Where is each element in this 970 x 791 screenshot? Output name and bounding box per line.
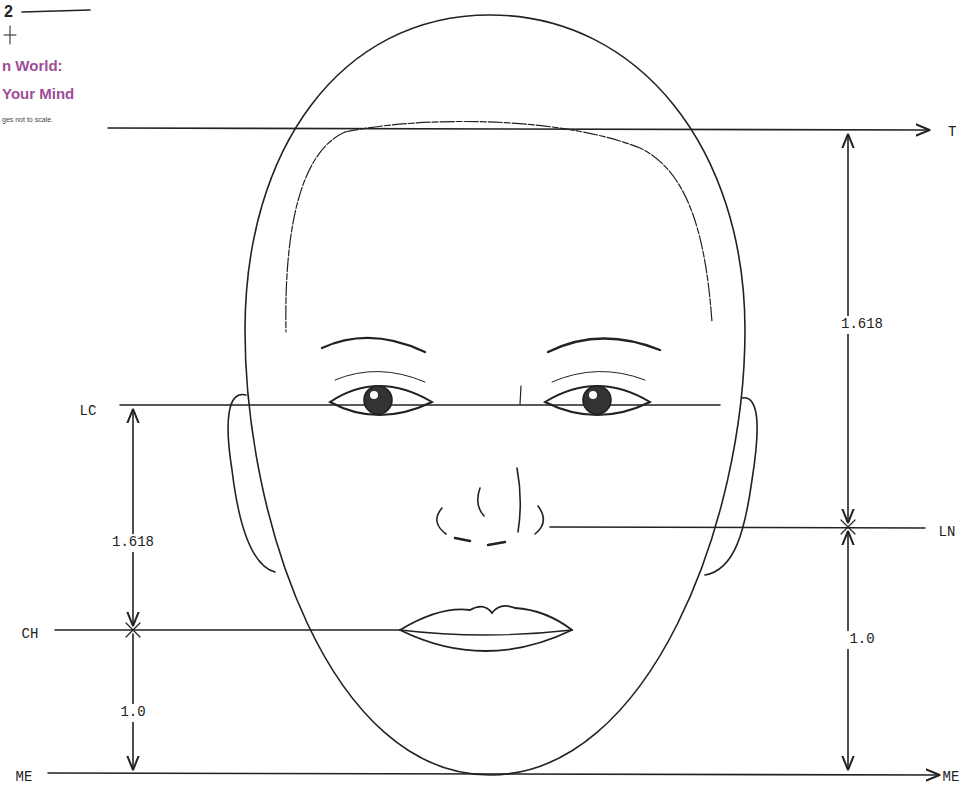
- eye: [330, 386, 432, 415]
- dimension-cross: [841, 520, 855, 534]
- nose-bridge: [520, 386, 521, 404]
- nose: [478, 488, 484, 516]
- line-label: ME: [14, 769, 35, 786]
- reference-line: [120, 404, 720, 406]
- ratio-value: 1.0: [118, 704, 147, 721]
- eyelid: [552, 371, 645, 382]
- corner-cross: [4, 26, 16, 44]
- book-title: Your Mind: [2, 86, 74, 103]
- dimension-arrow: [132, 409, 134, 626]
- line-label: LC: [78, 403, 99, 420]
- eyebrow: [548, 338, 660, 352]
- ratio-value: 1.618: [110, 534, 156, 551]
- head-outline: [245, 15, 745, 775]
- reference-line: [108, 128, 930, 130]
- eye: [545, 386, 650, 415]
- eye-highlight: [370, 391, 378, 399]
- ear: [228, 394, 275, 572]
- lips: [400, 630, 572, 635]
- reference-line: [55, 629, 400, 631]
- hairline: [345, 121, 712, 322]
- dimension-cross: [126, 623, 140, 637]
- nose: [535, 506, 543, 534]
- line-label: CH: [22, 627, 39, 642]
- line-label: ME: [941, 769, 962, 786]
- hairline: [286, 132, 345, 332]
- ear: [705, 398, 757, 575]
- lips: [400, 630, 572, 651]
- dimension-arrow: [132, 634, 134, 770]
- line-label: LN: [939, 525, 956, 540]
- nose: [437, 508, 446, 534]
- line-label: T: [948, 125, 956, 140]
- scale-note: ges not to scale.: [2, 116, 53, 124]
- nose: [517, 468, 520, 532]
- eyebrow: [322, 338, 425, 352]
- reference-line: [550, 527, 925, 528]
- page-number: 2: [4, 3, 13, 21]
- dimension-arrow: [847, 531, 849, 770]
- ratio-value: 1.618: [839, 316, 885, 333]
- eye-highlight: [589, 391, 597, 399]
- iris: [364, 386, 392, 414]
- iris: [583, 386, 611, 414]
- corner-line: [22, 10, 90, 12]
- book-title: n World:: [2, 58, 63, 75]
- eyelid: [335, 371, 425, 382]
- lips: [400, 606, 572, 630]
- nostril: [455, 538, 505, 545]
- ratio-value: 1.0: [847, 631, 876, 648]
